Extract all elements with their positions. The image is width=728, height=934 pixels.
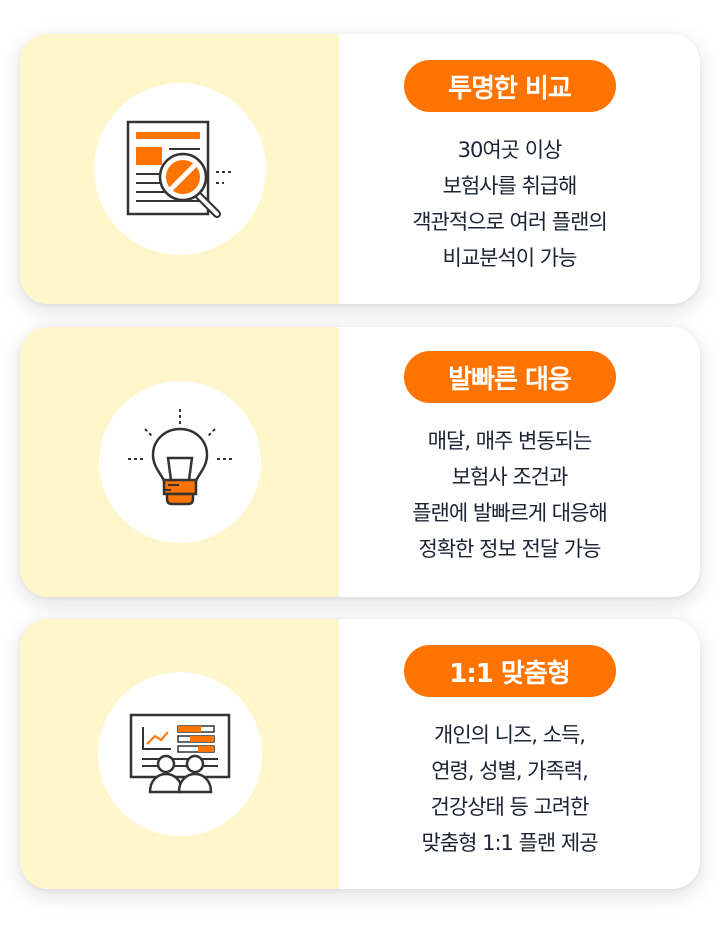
lightbulb-icon: [127, 409, 232, 506]
card-title-badge: 투명한 비교: [403, 60, 616, 112]
card-title-badge: 1:1 맞춤형: [403, 645, 616, 697]
description-line: 보험사를 취급해: [442, 174, 578, 198]
icon-circle: [93, 83, 266, 255]
description-line: 30여곳 이상: [457, 138, 563, 162]
description-line: 개인의 니즈, 소득,: [434, 723, 586, 747]
description-line: 보험사 조건과: [451, 465, 569, 489]
feature-card-customized: 1:1 맞춤형 개인의 니즈, 소득, 연령, 성별, 가족력, 건강상태 등 …: [20, 619, 700, 889]
feature-card-quick-response: 발빠른 대응 매달, 매주 변동되는 보험사 조건과 플랜에 발빠르게 대응해 …: [20, 327, 700, 597]
card-description: 30여곳 이상 보험사를 취급해 객관적으로 여러 플랜의 비교분석이 가능: [412, 132, 608, 276]
description-line: 맞춤형 1:1 플랜 제공: [421, 831, 598, 855]
card-title-badge: 발빠른 대응: [403, 351, 616, 403]
description-line: 건강상태 등 고려한: [430, 795, 590, 819]
presentation-board-icon: [129, 713, 230, 794]
description-line: 플랜에 발빠르게 대응해: [412, 501, 608, 525]
card-description: 개인의 니즈, 소득, 연령, 성별, 가족력, 건강상태 등 고려한 맞춤형 …: [421, 717, 598, 861]
card-icon-panel: [20, 327, 339, 597]
description-line: 매달, 매주 변동되는: [427, 429, 593, 453]
icon-circle: [97, 672, 262, 836]
description-line: 연령, 성별, 가족력,: [431, 759, 589, 783]
description-line: 비교분석이 가능: [442, 246, 578, 270]
description-line: 정확한 정보 전달 가능: [418, 537, 602, 561]
card-description: 매달, 매주 변동되는 보험사 조건과 플랜에 발빠르게 대응해 정확한 정보 …: [412, 423, 608, 567]
card-content: 발빠른 대응 매달, 매주 변동되는 보험사 조건과 플랜에 발빠르게 대응해 …: [339, 327, 700, 597]
icon-circle: [98, 381, 261, 543]
card-content: 투명한 비교 30여곳 이상 보험사를 취급해 객관적으로 여러 플랜의 비교분…: [339, 34, 700, 304]
document-magnifier-icon: [126, 120, 232, 218]
card-icon-panel: [20, 619, 339, 889]
card-icon-panel: [20, 34, 339, 304]
card-content: 1:1 맞춤형 개인의 니즈, 소득, 연령, 성별, 가족력, 건강상태 등 …: [339, 619, 700, 889]
feature-card-transparent-comparison: 투명한 비교 30여곳 이상 보험사를 취급해 객관적으로 여러 플랜의 비교분…: [20, 34, 700, 304]
description-line: 객관적으로 여러 플랜의: [412, 210, 608, 234]
